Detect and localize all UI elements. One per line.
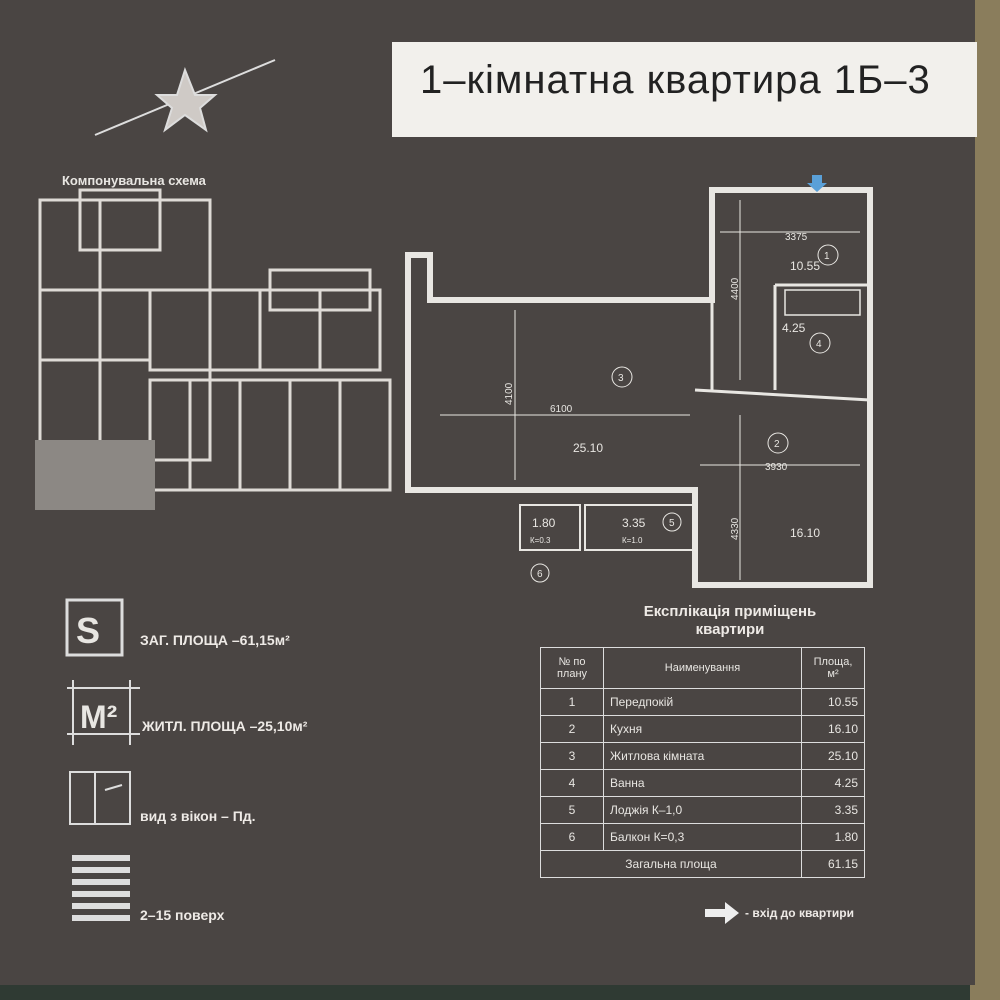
header-name: Наименування xyxy=(603,647,802,689)
living-area-icon xyxy=(67,680,140,745)
header-area: Площа, м² xyxy=(801,647,865,689)
row-name: Балкон К=0,3 xyxy=(603,823,802,851)
row-number: 1 xyxy=(540,688,604,716)
row-name: Ванна xyxy=(603,769,802,797)
room-num: 5 xyxy=(669,518,675,529)
window-view-icon xyxy=(69,771,131,825)
building-scheme xyxy=(38,188,392,492)
scheme-label: Компонувальна схема xyxy=(62,173,207,188)
title-box xyxy=(392,42,977,137)
m2-icon-letter: M² xyxy=(80,699,117,735)
compass-icon xyxy=(94,59,276,136)
row-number: 4 xyxy=(540,769,604,797)
row-area: 1.80 xyxy=(801,823,865,851)
entry-legend: - вхід до квартири xyxy=(705,902,854,924)
total-area-icon xyxy=(65,598,124,657)
row-number: 6 xyxy=(540,823,604,851)
row-name: Передпокій xyxy=(603,688,802,716)
dim-4100: 4100 xyxy=(504,382,515,405)
dim-6100: 6100 xyxy=(550,404,573,415)
explication-title: Експлікація приміщень квартири xyxy=(600,603,860,639)
row-number: 3 xyxy=(540,742,604,770)
room-area: 10.55 xyxy=(790,259,820,273)
row-name: Кухня xyxy=(603,715,802,743)
dim-4400: 4400 xyxy=(730,277,741,300)
dim-3375: 3375 xyxy=(785,232,808,243)
room-area: 25.10 xyxy=(573,441,603,455)
room-area: 16.10 xyxy=(790,526,820,540)
s-icon-letter: S xyxy=(76,610,100,651)
living-area-text: ЖИТЛ. ПЛОЩА –25,10м² xyxy=(142,718,308,734)
row-area: 3.35 xyxy=(801,796,865,824)
room-num: 1 xyxy=(824,251,830,262)
window-view-text: вид з вікон – Пд. xyxy=(140,808,256,824)
row-name: Житлова кімната xyxy=(603,742,802,770)
room-k: К=0.3 xyxy=(530,536,551,545)
page-edge xyxy=(970,0,1000,1000)
row-area: 25.10 xyxy=(801,742,865,770)
room-num: 2 xyxy=(774,439,780,450)
room-num: 6 xyxy=(537,569,543,580)
table-total-row: Загальна площа 61.15 xyxy=(540,850,865,878)
explication-title-line1: Експлікація приміщень xyxy=(643,603,817,620)
room-area: 3.35 xyxy=(622,516,646,530)
explication-title-line2: квартири xyxy=(695,621,765,638)
total-value: 61.15 xyxy=(801,850,865,878)
row-area: 10.55 xyxy=(801,688,865,716)
row-area: 16.10 xyxy=(801,715,865,743)
row-name: Лоджія К–1,0 xyxy=(603,796,802,824)
row-number: 2 xyxy=(540,715,604,743)
row-area: 4.25 xyxy=(801,769,865,797)
room-num: 4 xyxy=(816,339,822,350)
table-header: № по плану Наименування Площа, м² xyxy=(540,647,865,689)
entry-arrow-icon xyxy=(807,175,827,192)
floors-icon xyxy=(72,855,130,921)
floors-text: 2–15 поверх xyxy=(140,907,225,923)
dim-4330: 4330 xyxy=(730,517,741,540)
row-number: 5 xyxy=(540,796,604,824)
total-area-text: ЗАГ. ПЛОЩА –61,15м² xyxy=(140,632,290,648)
apartment-highlight xyxy=(35,440,155,510)
page-title: 1–кімнатна квартира 1Б–3 xyxy=(420,58,931,102)
room-k: К=1.0 xyxy=(622,536,643,545)
dim-3930: 3930 xyxy=(765,462,788,473)
room-num: 3 xyxy=(618,373,624,384)
apartment-plan xyxy=(405,187,873,588)
room-area: 4.25 xyxy=(782,321,806,335)
arrow-right-icon xyxy=(705,902,739,924)
header-number: № по плану xyxy=(540,647,604,689)
entry-note: - вхід до квартири xyxy=(745,906,854,920)
room-area: 1.80 xyxy=(532,516,556,530)
total-label: Загальна площа xyxy=(540,850,802,878)
